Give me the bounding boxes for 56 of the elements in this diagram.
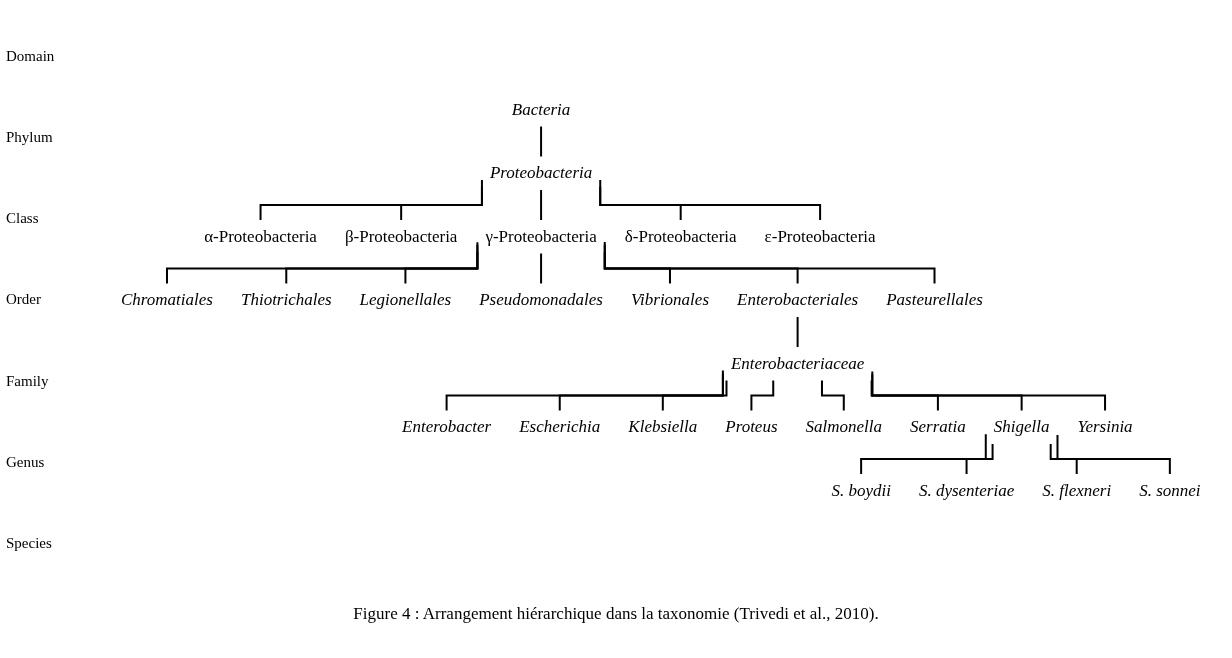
node-text: Vibrionales (631, 290, 710, 310)
node-text: S. dysenteriae (919, 480, 1015, 500)
node-text: β-Proteobacteria (345, 226, 458, 246)
rank-label: Species (6, 534, 53, 552)
node-text: Enterobacteriales (737, 290, 859, 310)
connector (662, 379, 728, 412)
node-text: Pseudomonadales (479, 290, 604, 310)
connector (821, 379, 845, 412)
connector (796, 315, 799, 348)
node-text: Yersinia (1077, 417, 1133, 437)
node-text: α-Proteobacteria (204, 226, 318, 246)
connector (860, 433, 987, 475)
connector (285, 243, 479, 285)
connector (599, 178, 822, 221)
node-text: Proteus (725, 417, 778, 437)
node-text: Shigella (993, 417, 1050, 437)
connector (965, 442, 994, 475)
node-text: Enterobacteriaceae (731, 353, 865, 373)
figure-caption: Figure 4 : Arrangement hiérarchique dans la taxonomie (Trivedi et al., 2010). (353, 604, 879, 623)
node-text: Bacteria (512, 99, 571, 119)
node-text: S. sonnei (1139, 480, 1201, 500)
connector (400, 185, 484, 221)
node-text: Chromatiales (121, 290, 214, 310)
node-text: Proteobacteria (490, 163, 593, 183)
node-text: Klebsiella (628, 417, 698, 437)
node-text: Serratia (910, 417, 966, 437)
rank-label: Domain (6, 48, 56, 66)
rank-label: Class (6, 210, 40, 228)
connector (404, 250, 479, 285)
node-text: Thiotrichales (241, 290, 332, 310)
connector (558, 372, 725, 412)
node-text: Salmonella (805, 417, 883, 437)
node-text: ε-Proteobacteria (764, 226, 876, 246)
connector (750, 379, 775, 412)
connector (445, 369, 725, 412)
connector (166, 240, 479, 285)
node-text: Escherichia (519, 417, 601, 437)
connector (604, 240, 936, 285)
node-text: γ-Proteobacteria (485, 226, 597, 246)
connector (1056, 433, 1172, 475)
connector (1049, 442, 1078, 475)
connector (540, 252, 543, 285)
connector (259, 178, 484, 221)
connector (871, 370, 1107, 412)
rank-label: Family (6, 372, 50, 390)
node-text: S. flexneri (1042, 480, 1112, 500)
rank-label: Order (6, 291, 42, 309)
connector (540, 188, 543, 221)
rank-label: Phylum (6, 129, 54, 147)
node-text: Legionellales (359, 290, 452, 310)
node-text: Enterobacter (402, 417, 492, 437)
rank-label: Genus (6, 453, 46, 471)
node-text: Pasteurellales (886, 290, 984, 310)
node-text: S. boydii (831, 480, 892, 500)
node-text: δ-Proteobacteria (624, 226, 737, 246)
connector (540, 125, 543, 158)
